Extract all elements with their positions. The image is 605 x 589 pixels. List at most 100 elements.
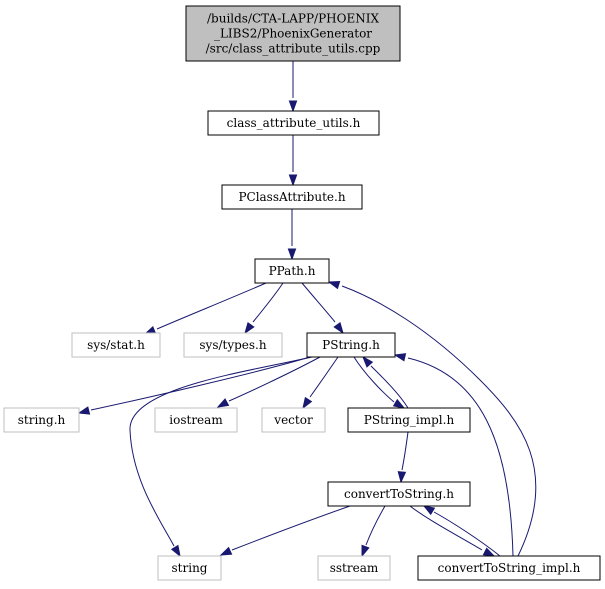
- edge-pstring-h-to-string: [129, 356, 313, 558]
- edge-class-attribute-utils-h-to-pclassattribute-h: [288, 135, 298, 187]
- node-vector: vector: [261, 407, 326, 433]
- node-sys-types-h: sys/types.h: [183, 332, 283, 358]
- edge-converttostring-h-to-converttostring-impl-h: [409, 505, 496, 557]
- edge-arrowhead: [302, 396, 313, 410]
- node-string-h: string.h: [3, 407, 80, 433]
- node-label: /builds/CTA-LAPP/PHOENIX: [207, 12, 379, 26]
- edge-line: [401, 431, 409, 471]
- edge-arrowhead: [361, 544, 370, 558]
- node-pstring-h[interactable]: PString.h: [306, 332, 396, 358]
- node-box: [261, 407, 326, 433]
- node-box: [207, 110, 380, 136]
- edge-converttostring-impl-h-to-pstring-h: [393, 353, 514, 557]
- edge-line: [156, 282, 267, 330]
- edge-arrowhead: [397, 471, 407, 484]
- node-label: iostream: [169, 413, 223, 427]
- node-label: string: [172, 561, 208, 575]
- node-box: [306, 332, 396, 358]
- edge-arrowhead: [482, 547, 496, 557]
- node-box: [254, 258, 330, 284]
- node-label: _LIBS2/PhoenixGenerator: [214, 27, 372, 41]
- node-label: PString_impl.h: [364, 413, 455, 427]
- node-label: PString.h: [322, 338, 380, 352]
- edge-line: [252, 282, 284, 323]
- edge-pclassattribute-h-to-ppath-h: [287, 209, 297, 261]
- node-pclassattribute-h[interactable]: PClassAttribute.h: [221, 184, 363, 210]
- node-sstream: sstream: [317, 555, 391, 581]
- node-pstring-impl-h[interactable]: PString_impl.h: [347, 407, 471, 433]
- edge-arrowhead: [327, 280, 341, 290]
- node-sys-stat-h: sys/stat.h: [71, 332, 161, 358]
- edge-arrowhead: [333, 321, 344, 335]
- edge-arrowhead: [219, 546, 233, 556]
- edge-pstring-h-to-vector: [302, 356, 339, 410]
- edge-line: [370, 365, 409, 409]
- edge-arrowhead: [77, 406, 91, 415]
- node-box: [327, 481, 471, 507]
- edge-arrowhead: [288, 174, 298, 187]
- node-box: [157, 555, 222, 581]
- node-iostream: iostream: [154, 407, 238, 433]
- edge-pstring-impl-h-to-converttostring-h: [397, 431, 409, 484]
- node-converttostring-h[interactable]: convertToString.h: [327, 481, 471, 507]
- edge-pstring-h-to-iostream: [216, 356, 321, 408]
- edge-converttostring-impl-h-to-ppath-h: [327, 280, 537, 557]
- edge-line: [309, 356, 339, 398]
- edge-arrowhead: [216, 398, 230, 408]
- node-converttostring-impl-h[interactable]: convertToString_impl.h: [417, 555, 601, 581]
- node-label: convertToString.h: [344, 487, 454, 501]
- node-class-attribute-utils-h[interactable]: class_attribute_utils.h: [207, 110, 380, 136]
- edge-arrowhead: [422, 505, 436, 516]
- node-string: string: [157, 555, 222, 581]
- edge-arrowhead: [288, 100, 298, 113]
- edge-arrowhead: [392, 398, 406, 409]
- edge-line: [409, 505, 483, 551]
- node-label: PClassAttribute.h: [238, 190, 345, 204]
- edge-root-to-class-attribute-utils-h: [288, 61, 298, 113]
- edge-line: [365, 505, 386, 546]
- edge-arrowhead: [393, 353, 407, 362]
- edge-ppath-h-to-pstring-h: [301, 282, 344, 335]
- edge-arrowhead: [287, 248, 297, 261]
- edge-line: [90, 356, 311, 411]
- node-label: string.h: [18, 413, 66, 427]
- node-box: [317, 555, 391, 581]
- node-box: [417, 555, 601, 581]
- edges-layer: [77, 61, 537, 558]
- edge-line: [353, 356, 395, 403]
- node-box: [221, 184, 363, 210]
- edge-converttostring-h-to-sstream: [361, 505, 386, 558]
- node-box: [185, 5, 401, 62]
- edge-line: [341, 285, 537, 557]
- node-box: [347, 407, 471, 433]
- node-label: sstream: [330, 561, 379, 575]
- edge-arrowhead: [362, 355, 374, 368]
- node-label: PPath.h: [269, 264, 316, 278]
- node-ppath-h[interactable]: PPath.h: [254, 258, 330, 284]
- node-box: [183, 332, 283, 358]
- edge-line: [231, 505, 351, 551]
- node-box: [154, 407, 238, 433]
- nodes-layer: /builds/CTA-LAPP/PHOENIX_LIBS2/PhoenixGe…: [3, 5, 601, 581]
- node-root[interactable]: /builds/CTA-LAPP/PHOENIX_LIBS2/PhoenixGe…: [185, 5, 401, 62]
- edge-arrowhead: [244, 321, 255, 335]
- node-label: convertToString_impl.h: [438, 561, 581, 575]
- edge-pstring-h-to-pstring-impl-h: [353, 356, 406, 409]
- edge-ppath-h-to-sys-types-h: [244, 282, 284, 335]
- node-label: /src/class_attribute_utils.cpp: [206, 42, 381, 56]
- node-box: [3, 407, 80, 433]
- node-label: vector: [273, 413, 313, 427]
- edge-pstring-impl-h-to-pstring-h: [362, 355, 409, 409]
- edge-line: [407, 357, 514, 557]
- node-label: class_attribute_utils.h: [227, 116, 361, 130]
- edge-converttostring-impl-h-to-converttostring-h: [422, 505, 501, 557]
- edge-line: [129, 356, 313, 547]
- node-label: sys/types.h: [199, 338, 266, 352]
- edge-converttostring-h-to-string: [219, 505, 351, 556]
- node-label: sys/stat.h: [87, 338, 145, 352]
- edge-line: [433, 511, 501, 557]
- edge-arrowhead: [170, 544, 181, 558]
- edge-pstring-h-to-string-h: [77, 356, 311, 415]
- node-box: [71, 332, 161, 358]
